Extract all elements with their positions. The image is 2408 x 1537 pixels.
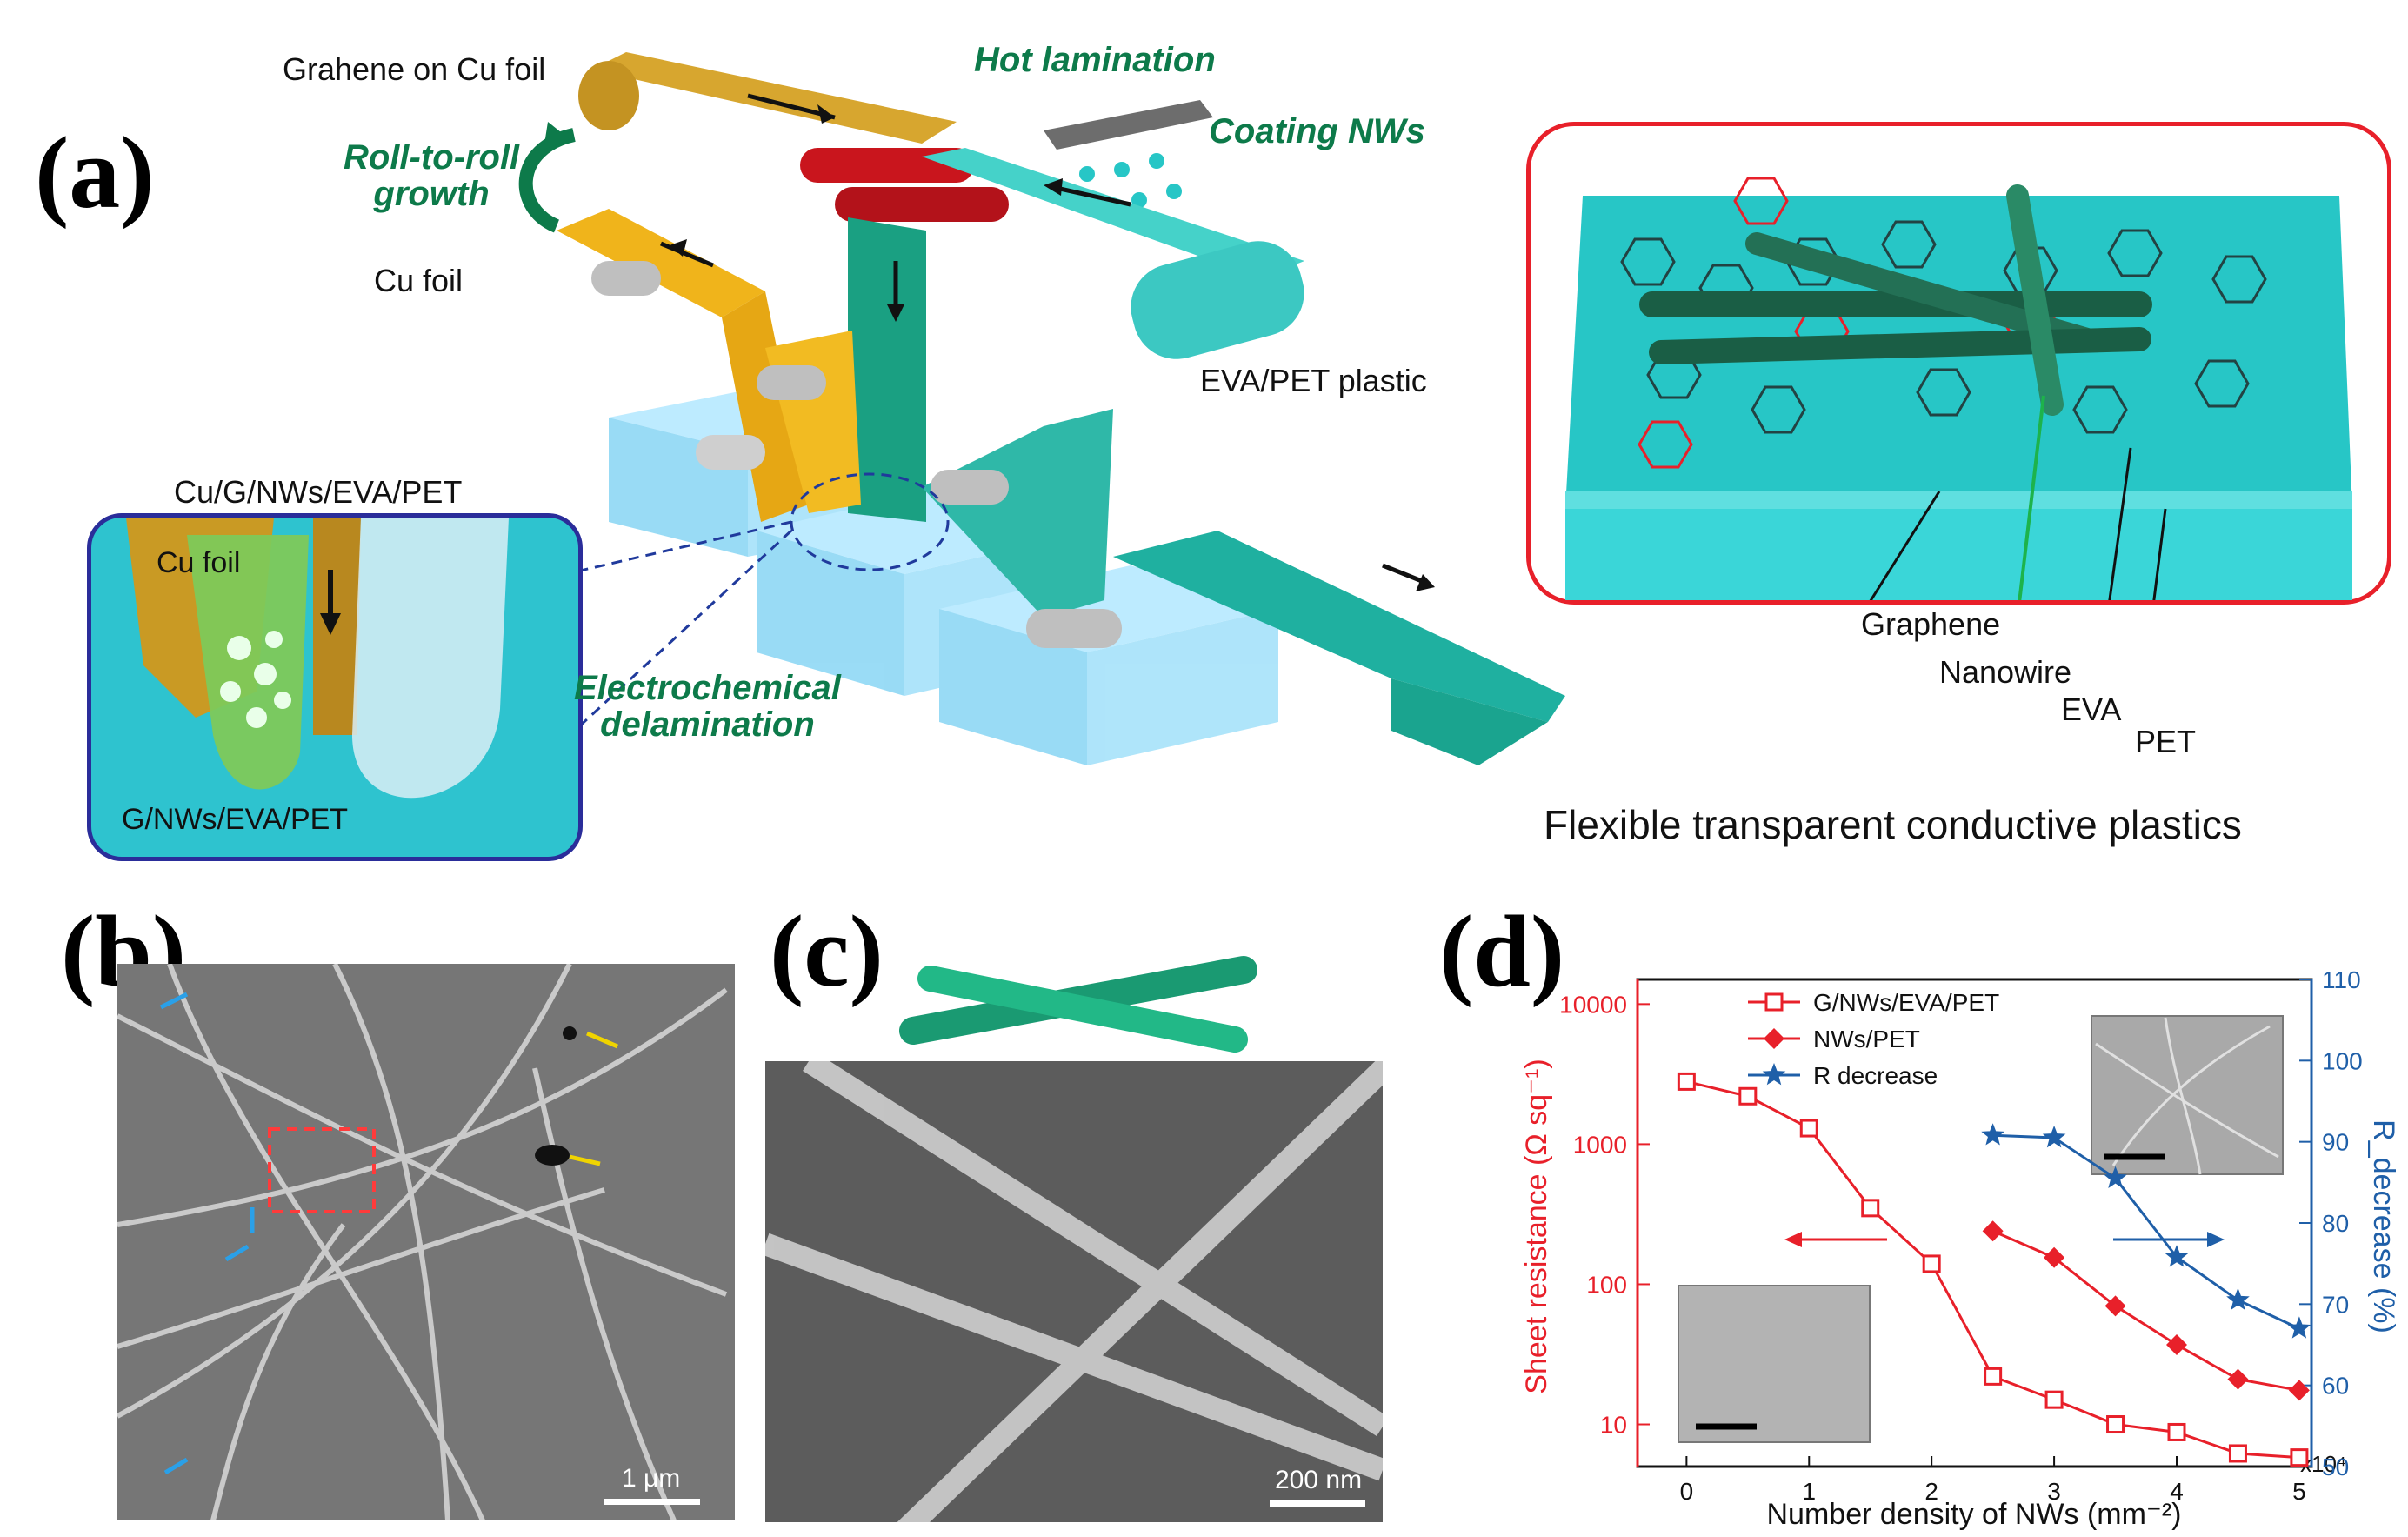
hot-lamination-label: Hot lamination [974,41,1216,79]
data-point [2165,1245,2189,1267]
legend-label: R decrease [1813,1062,1938,1089]
y-left-tick-label: 10 [1600,1412,1627,1439]
y-axis-right-title: R_decrease (%) [2367,1119,2400,1333]
y-right-tick-label: 70 [2322,1291,2349,1318]
zoom-region-box [268,1127,376,1213]
nanowire-label: Nanowire [1939,654,2072,690]
y-right-tick-label: 80 [2322,1210,2349,1237]
eva-pet-plastic-label: EVA/PET plastic [1200,363,1427,398]
y-left-tick-label: 100 [1586,1271,1627,1298]
data-point [2167,1422,2186,1441]
data-point [2044,1390,2064,1409]
data-point [1922,1254,1941,1273]
sheet-resistance-chart: Sheet resistance (Ω sq⁻¹) R_decrease (%)… [1520,966,2400,1531]
data-point [1981,1123,2004,1146]
legend-label: G/NWs/EVA/PET [1813,989,1999,1016]
data-point [1982,1220,2004,1242]
inset-cu-foil-label: Cu foil [157,546,241,579]
legend-marker [1764,992,1784,1012]
inset-bottom-label: G/NWs/EVA/PET [122,803,349,836]
cu-foil-label: Cu foil [374,263,464,298]
x-tick-label: 0 [1680,1478,1694,1505]
roll-to-roll-schematic [518,52,1565,765]
y-right-tick-label: 110 [2322,966,2361,993]
x-tick-label: 4 [2170,1478,2184,1505]
cu-foil-belt [557,209,765,317]
data-point [1799,1119,1818,1138]
data-point [1738,1086,1758,1106]
data-point [2290,1448,2309,1467]
x-tick-label: 1 [1802,1478,1816,1505]
y-left-tick-label: 10000 [1559,991,1627,1018]
x-tick-label: 5 [2292,1478,2306,1505]
data-point [2104,1295,2126,1317]
panel-d-label: (d) [1439,894,1565,1008]
crossed-nanowires-illustration [899,956,1257,1053]
pet-label: PET [2135,724,2197,759]
coating-nozzle [1044,100,1213,150]
data-point [2044,1246,2065,1268]
eva-label: EVA [2061,692,2122,727]
roll-to-roll-label: Roll-to-roll growth [344,138,520,213]
data-point [2228,1444,2247,1463]
legend-marker [1762,1063,1786,1086]
inset-sem-low-density [1678,1285,1871,1443]
scale-bar-c: 200 nm [1275,1466,1363,1494]
series-1 [1982,1220,2310,1401]
data-point [2104,1166,2127,1188]
y-right-tick-label: 60 [2322,1373,2349,1400]
scale-bar-b: 1 μm [622,1464,681,1493]
sem-image-b: 1 μm [117,964,735,1520]
structure-box [1526,122,2391,718]
data-point [2226,1287,2250,1310]
coating-nws-label: Coating NWs [1209,112,1425,150]
series-0 [1677,1072,2309,1467]
inset-sem-high-density [2091,1015,2284,1175]
data-point [2166,1334,2187,1356]
data-point [2288,1380,2310,1401]
y-right-tick-label: 100 [2322,1047,2363,1074]
data-point [2106,1415,2125,1434]
graphene-cu-belt [591,52,957,144]
series-line [1992,1133,2300,1330]
graphene-on-cu-label: Grahene on Cu foil [283,51,546,87]
inset-title: Cu/G/NWs/EVA/PET [174,474,463,510]
electrochemical-delamination-label: Electrochemical delamination [574,669,841,744]
panel-c-label: (c) [770,894,884,1008]
y-axis-left-title: Sheet resistance (Ω sq⁻¹) [1520,1059,1553,1393]
delamination-inset [87,513,583,861]
series-2 [1981,1123,2311,1339]
eva-pet-roll [1131,241,1304,359]
laminate-belt [848,217,926,522]
x-tick-label: 2 [1924,1478,1938,1505]
structure-caption: Flexible transparent conductive plastics [1544,802,2242,847]
x-axis-title: Number density of NWs (mm⁻²) [1767,1498,2182,1531]
data-point [1861,1199,1880,1218]
y-right-tick-label: 50 [2322,1453,2349,1480]
graphene-label: Graphene [1861,606,2001,642]
legend-label: NWs/PET [1813,1026,1920,1053]
sem-image-c: 200 nm [765,1061,1383,1522]
data-point [2227,1368,2249,1390]
data-point [2042,1126,2066,1148]
series-line [1992,1229,2300,1392]
data-point [1984,1367,2003,1386]
y-left-tick-label: 1000 [1573,1131,1627,1158]
data-point [2287,1316,2311,1339]
x-tick-label: 3 [2047,1478,2061,1505]
legend-marker [1764,1028,1784,1049]
panel-a-label: (a) [35,116,155,230]
y-right-tick-label: 90 [2322,1129,2349,1156]
data-point [1677,1072,1696,1091]
